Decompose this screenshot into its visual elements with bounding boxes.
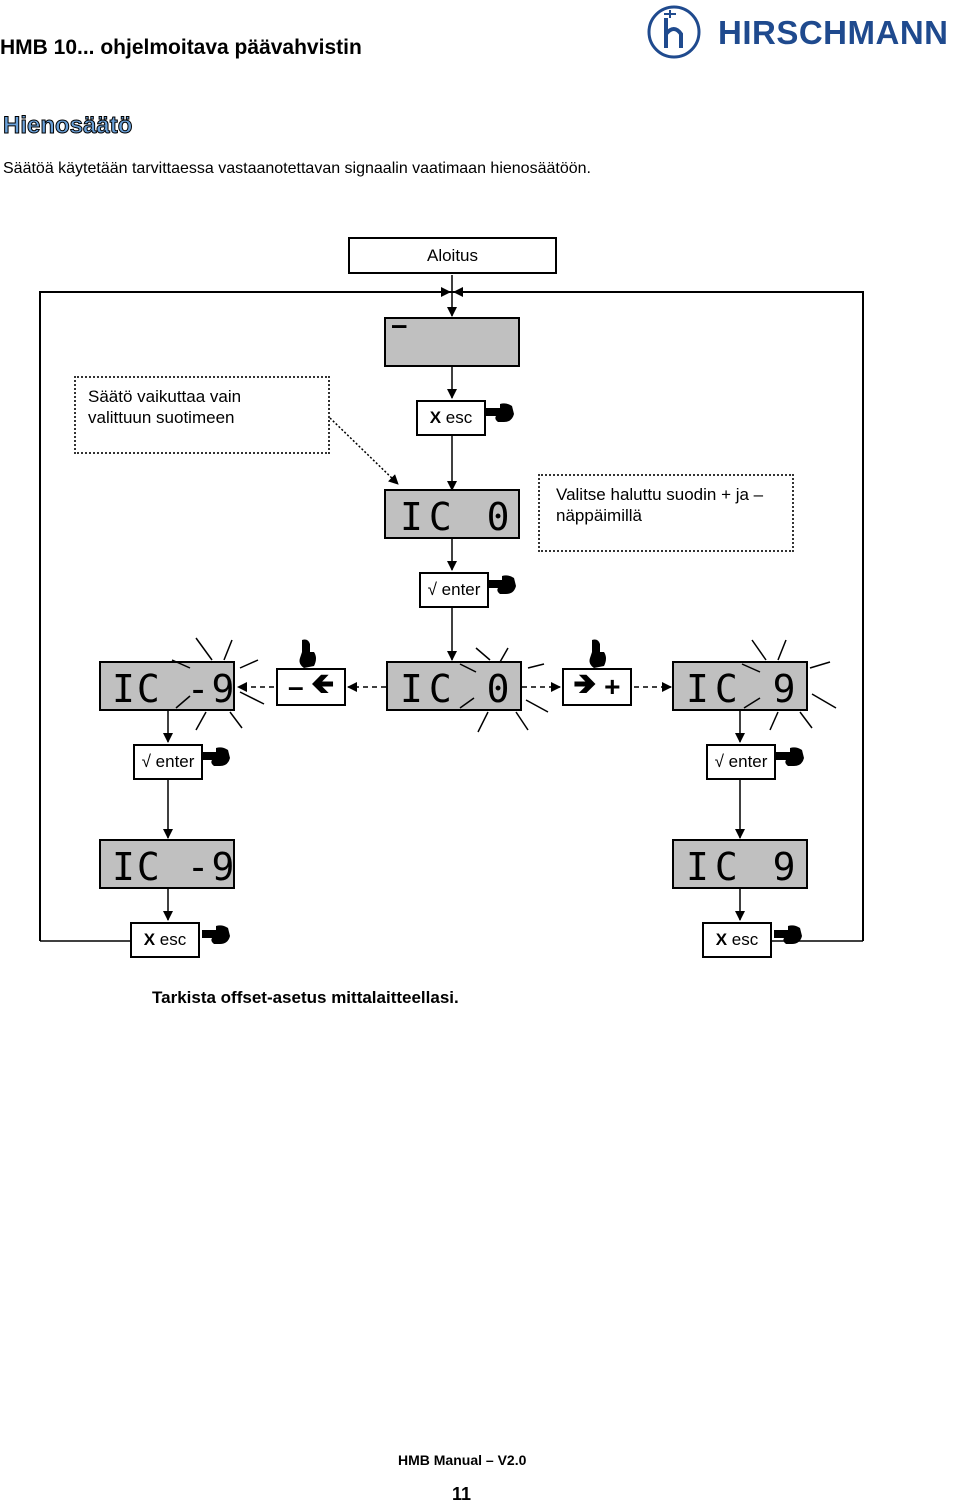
arrow-left-icon: 🡸 xyxy=(311,668,335,699)
plus-key-button[interactable]: 🡺 + xyxy=(562,668,632,706)
note-line: valittuun suotimeen xyxy=(88,408,235,427)
esc-label: esc xyxy=(445,408,473,427)
hirschmann-logo-icon xyxy=(647,5,701,59)
esc-x-mark: X xyxy=(715,930,728,949)
hand-icon xyxy=(486,403,514,422)
esc-x-mark: X xyxy=(429,408,442,427)
enter-button[interactable]: √ enter xyxy=(706,744,776,780)
lcd-ic-minus9-blink: IC -9 xyxy=(99,661,236,711)
esc-button[interactable]: X esc xyxy=(416,400,486,436)
esc-button[interactable]: X esc xyxy=(130,922,200,958)
check-icon: √ xyxy=(427,580,437,599)
lcd-initial: – xyxy=(384,311,520,367)
offset-footnote: Tarkista offset-asetus mittalaitteellasi… xyxy=(152,988,459,1007)
document-header-title: HMB 10... ohjelmoitava päävahvistin xyxy=(0,36,362,59)
arrow-right-icon: 🡺 xyxy=(573,668,597,699)
blink-rays-right xyxy=(741,639,837,731)
page-number: 11 xyxy=(452,1484,472,1504)
svg-text:IC 9: IC 9 xyxy=(686,845,802,889)
intro-text: Säätöä käytetään tarvittaessa vastaanote… xyxy=(3,160,591,177)
lcd-ic9-result: IC 9 xyxy=(672,839,808,889)
enter-label: enter xyxy=(441,580,481,599)
hand-icon xyxy=(202,925,230,944)
minus-key-button[interactable]: – 🡸 xyxy=(276,668,346,706)
svg-text:IC 0: IC 0 xyxy=(400,667,516,711)
note-line: Säätö vaikuttaa vain xyxy=(88,387,242,406)
hand-icon xyxy=(776,747,804,766)
lcd-ic0-blink: IC 0 xyxy=(386,661,522,711)
svg-text:IC -9: IC -9 xyxy=(112,845,236,889)
check-icon: √ xyxy=(714,752,724,771)
section-title: Hienosäätö xyxy=(2,112,133,140)
note-line: Valitse haluttu suodin + ja – xyxy=(556,485,764,504)
esc-button[interactable]: X esc xyxy=(702,922,772,958)
enter-button[interactable]: √ enter xyxy=(133,744,203,780)
note-line: näppäimillä xyxy=(556,506,642,525)
enter-label: enter xyxy=(728,752,768,771)
minus-key-label: – xyxy=(287,671,304,702)
svg-text:IC 0: IC 0 xyxy=(400,495,516,539)
note-pointer-line xyxy=(329,417,399,485)
svg-text:–: – xyxy=(392,311,407,339)
note-choose-filter: Valitse haluttu suodin + ja – näppäimill… xyxy=(538,474,794,552)
start-box: Aloitus xyxy=(348,237,557,274)
lcd-ic9-blink: IC 9 xyxy=(672,661,808,711)
check-icon: √ xyxy=(141,752,151,771)
blink-rays-left xyxy=(171,637,265,731)
manual-reference: HMB Manual – V2.0 xyxy=(398,1452,527,1468)
hand-icon xyxy=(202,747,230,766)
hand-icon xyxy=(488,575,516,594)
lcd-ic-minus9-result: IC -9 xyxy=(99,839,236,889)
enter-button[interactable]: √ enter xyxy=(419,572,489,608)
enter-label: enter xyxy=(155,752,195,771)
note-selected-filter: Säätö vaikuttaa vain valittuun suotimeen xyxy=(74,376,330,454)
blink-rays-center xyxy=(459,647,549,733)
brand-name: HIRSCHMANN xyxy=(718,14,949,51)
esc-label: esc xyxy=(159,930,187,949)
svg-text:IC 9: IC 9 xyxy=(686,667,802,711)
plus-key-label: + xyxy=(604,671,621,702)
lcd-ic0: IC 0 xyxy=(384,489,520,539)
svg-text:IC -9: IC -9 xyxy=(112,667,236,711)
esc-label: esc xyxy=(731,930,759,949)
esc-x-mark: X xyxy=(143,930,156,949)
